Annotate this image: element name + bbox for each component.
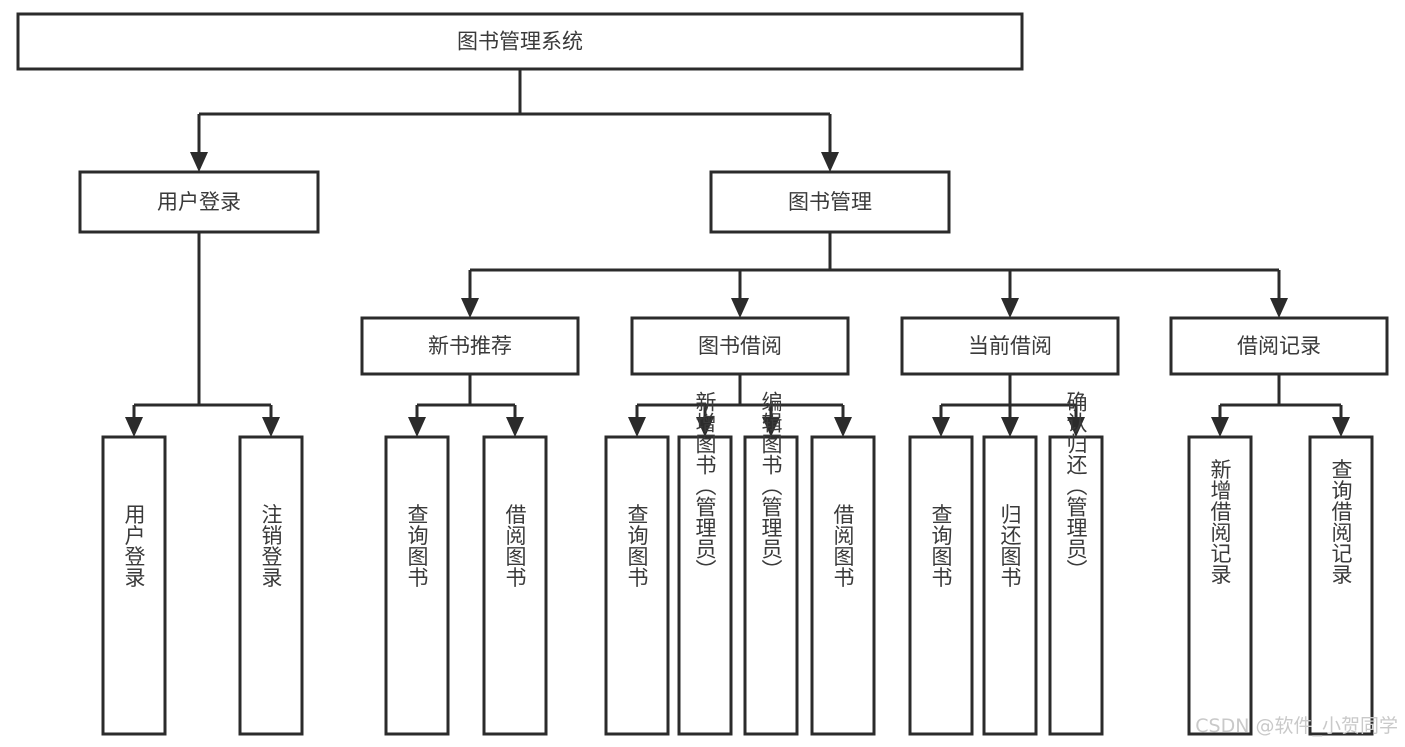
- node-label: 图书管理系统: [457, 30, 583, 54]
- arrow-head-icon: [1332, 417, 1350, 437]
- node-leaf-return-book[interactable]: 归还图书: [982, 435, 1038, 736]
- arrow-head-icon: [1270, 298, 1288, 318]
- node-label: 用户登录: [157, 190, 241, 214]
- edge-group-book-borrow: [628, 374, 852, 437]
- arrow-head-icon: [731, 298, 749, 318]
- node-label: 新书推荐: [428, 334, 512, 358]
- node-label: 借阅图书: [503, 504, 527, 588]
- node-box[interactable]: [16, 12, 1024, 71]
- edge-group-new-book-recommend: [408, 374, 524, 437]
- watermark-label: CSDN @软件_小贺同学: [1195, 715, 1398, 737]
- node-box[interactable]: [810, 435, 876, 736]
- arrow-head-icon: [125, 417, 143, 437]
- node-leaf-logout[interactable]: 注销登录: [238, 435, 304, 736]
- node-label: 归还图书: [998, 504, 1022, 588]
- arrow-head-icon: [932, 417, 950, 437]
- node-box[interactable]: [482, 435, 548, 736]
- node-box[interactable]: [1048, 435, 1104, 736]
- node-box[interactable]: [1169, 316, 1389, 376]
- node-box[interactable]: [101, 435, 167, 736]
- node-label: 用户登录: [122, 504, 146, 588]
- node-leaf-add-record[interactable]: 新增借阅记录: [1187, 435, 1253, 736]
- edge-group-borrow-record: [1211, 374, 1350, 437]
- node-leaf-borrow-book-2[interactable]: 借阅图书: [810, 435, 876, 736]
- arrow-head-icon: [1067, 417, 1085, 437]
- node-leaf-user-login[interactable]: 用户登录: [101, 435, 167, 736]
- arrow-head-icon: [190, 152, 208, 172]
- node-box[interactable]: [78, 170, 320, 234]
- node-book-manage[interactable]: 图书管理: [709, 170, 951, 234]
- node-new-book-recommend[interactable]: 新书推荐: [360, 316, 580, 376]
- arrow-head-icon: [834, 417, 852, 437]
- nodes-layer: 图书管理系统用户登录图书管理新书推荐图书借阅当前借阅借阅记录用户登录注销登录查询…: [16, 12, 1389, 736]
- node-root[interactable]: 图书管理系统: [16, 12, 1024, 71]
- node-label: 注销登录: [259, 504, 283, 588]
- arrow-head-icon: [628, 417, 646, 437]
- node-box[interactable]: [384, 435, 450, 736]
- node-box[interactable]: [604, 435, 670, 736]
- arrow-head-icon: [408, 417, 426, 437]
- node-label: 新增图书（管理员）: [693, 391, 717, 580]
- node-leaf-edit-book[interactable]: 编辑图书（管理员）: [743, 391, 799, 736]
- node-leaf-query-record[interactable]: 查询借阅记录: [1308, 435, 1374, 736]
- edges-layer: [125, 69, 1350, 437]
- node-label: 借阅图书: [831, 504, 855, 588]
- node-borrow-record[interactable]: 借阅记录: [1169, 316, 1389, 376]
- node-box[interactable]: [900, 316, 1120, 376]
- arrow-head-icon: [1211, 417, 1229, 437]
- node-leaf-query-book-2[interactable]: 查询图书: [604, 435, 670, 736]
- node-leaf-query-book-1[interactable]: 查询图书: [384, 435, 450, 736]
- arrow-head-icon: [262, 417, 280, 437]
- edge-group-book-manage: [461, 232, 1288, 318]
- node-leaf-borrow-book-1[interactable]: 借阅图书: [482, 435, 548, 736]
- node-label: 新增借阅记录: [1208, 459, 1232, 585]
- node-book-borrow[interactable]: 图书借阅: [630, 316, 850, 376]
- node-label: 查询图书: [405, 504, 429, 588]
- node-box[interactable]: [709, 170, 951, 234]
- node-box[interactable]: [677, 435, 733, 736]
- node-current-borrow[interactable]: 当前借阅: [900, 316, 1120, 376]
- node-box[interactable]: [743, 435, 799, 736]
- node-box[interactable]: [630, 316, 850, 376]
- arrow-head-icon: [1001, 298, 1019, 318]
- node-box[interactable]: [238, 435, 304, 736]
- node-label: 当前借阅: [968, 334, 1052, 358]
- arrow-head-icon: [821, 152, 839, 172]
- edge-group-current-borrow: [932, 374, 1085, 437]
- node-label: 确认归还（管理员）: [1064, 391, 1088, 580]
- edge-group-root: [190, 69, 839, 172]
- node-leaf-query-book-3[interactable]: 查询图书: [908, 435, 974, 736]
- node-label: 编辑图书（管理员）: [759, 391, 783, 580]
- node-box[interactable]: [360, 316, 580, 376]
- arrow-head-icon: [506, 417, 524, 437]
- node-leaf-add-book[interactable]: 新增图书（管理员）: [677, 391, 733, 736]
- node-box[interactable]: [982, 435, 1038, 736]
- node-user-login[interactable]: 用户登录: [78, 170, 320, 234]
- node-label: 借阅记录: [1237, 334, 1321, 358]
- arrow-head-icon: [696, 417, 714, 437]
- arrow-head-icon: [1001, 417, 1019, 437]
- arrow-head-icon: [461, 298, 479, 318]
- node-label: 图书管理: [788, 190, 872, 214]
- arrow-head-icon: [762, 417, 780, 437]
- edge-group-user-login: [125, 232, 280, 437]
- node-box[interactable]: [908, 435, 974, 736]
- node-box[interactable]: [1187, 435, 1253, 736]
- node-box[interactable]: [1308, 435, 1374, 736]
- node-leaf-confirm-return[interactable]: 确认归还（管理员）: [1048, 391, 1104, 736]
- node-label: 查询图书: [929, 504, 953, 588]
- node-label: 查询图书: [625, 504, 649, 588]
- node-label: 查询借阅记录: [1329, 459, 1353, 585]
- node-label: 图书借阅: [698, 334, 782, 358]
